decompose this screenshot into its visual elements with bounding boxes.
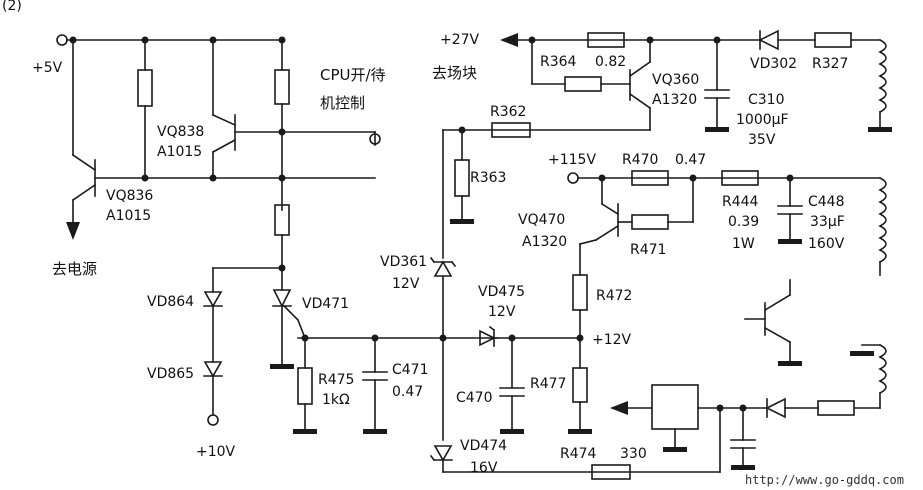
- transformer-winding-secondary: [878, 343, 887, 395]
- label-r444: R444: [722, 194, 759, 210]
- resistor-r474: [591, 464, 631, 480]
- resistor-r475: [297, 367, 313, 405]
- label-plus10v: +10V: [196, 444, 236, 460]
- label-vd864: VD864: [147, 294, 194, 310]
- resistor-vq360-base: [564, 76, 602, 92]
- label-r470-val: 0.47: [675, 152, 706, 168]
- label-r475: R475: [318, 372, 354, 388]
- label-r477: R477: [530, 376, 566, 392]
- diode-vd302: [758, 29, 779, 51]
- regulator-27v-section: [500, 29, 892, 132]
- label-c470: C470: [456, 390, 493, 406]
- label-c310: C310: [748, 92, 785, 108]
- label-plus27v: +27V: [440, 32, 480, 48]
- resistor-r472: [572, 274, 588, 311]
- label-vq470-type: A1320: [522, 234, 567, 250]
- label-c448-val: 33μF: [810, 214, 845, 230]
- label-27v-dest: 去场块: [432, 64, 477, 82]
- label-vq836-type: A1015: [106, 208, 151, 224]
- output-arrow: [610, 401, 628, 415]
- label-r444-val: 0.39: [728, 214, 759, 230]
- label-c448: C448: [808, 194, 845, 210]
- label-vd475: VD475: [478, 284, 525, 300]
- diode-secondary: [765, 397, 786, 419]
- label-r474: R474: [560, 446, 597, 462]
- label-r472: R472: [596, 288, 632, 304]
- diode-vd864: [203, 291, 223, 308]
- diode-vd865: [203, 361, 223, 378]
- resistor-r477: [572, 367, 588, 403]
- resistor-r362: [491, 122, 531, 138]
- cpu-control-terminal: [369, 133, 381, 145]
- zener-vd361: [433, 260, 453, 277]
- label-vd361: VD361: [380, 254, 427, 270]
- label-vq838: VQ838: [157, 124, 204, 140]
- label-vq838-type: A1015: [157, 144, 202, 160]
- label-vq836: VQ836: [106, 188, 153, 204]
- label-to-power: 去电源: [52, 260, 97, 278]
- plus115v-terminal: [567, 172, 579, 184]
- label-plus12v: +12V: [592, 332, 632, 348]
- resistor-r444: [721, 170, 759, 186]
- label-vd302: VD302: [750, 56, 797, 72]
- label-r475-val: 1kΩ: [322, 392, 350, 408]
- standby-switch-section: [56, 34, 381, 426]
- label-cpu-1: CPU开/待: [320, 66, 386, 84]
- transformer-winding-115v: [878, 176, 887, 264]
- label-plus115v: +115V: [548, 152, 596, 168]
- resistor-r470: [631, 170, 669, 186]
- bias-network-section: [293, 122, 721, 480]
- figure-number: (2): [2, 0, 22, 14]
- label-vd474-val: 16V: [470, 460, 498, 476]
- resistor-vq838-pullup: [274, 69, 290, 105]
- label-r444-pwr: 1W: [732, 236, 755, 252]
- label-r364-val: 0.82: [595, 54, 626, 70]
- label-vd865: VD865: [147, 366, 194, 382]
- regulator-115v-section: [567, 170, 887, 311]
- diode-vd471: [272, 289, 292, 308]
- label-r363: R363: [470, 170, 506, 186]
- label-vq470: VQ470: [518, 212, 565, 228]
- zener-vd474: [433, 445, 453, 462]
- label-c310-val: 1000μF: [736, 112, 789, 128]
- label-r474-val: 330: [620, 446, 647, 462]
- plus5v-terminal: [56, 34, 68, 46]
- resistor-r363: [454, 159, 470, 197]
- resistor-r471: [631, 214, 669, 230]
- ground-vd471: [270, 364, 294, 369]
- zener-vd475: [479, 329, 496, 347]
- label-plus5v: +5V: [32, 60, 63, 76]
- label-vd474: VD474: [460, 438, 507, 454]
- resistor-vq836-bias: [137, 69, 153, 107]
- label-c471-val: 0.47: [392, 384, 423, 400]
- label-vd361-val: 12V: [392, 276, 420, 292]
- label-r362: R362: [490, 104, 526, 120]
- regulator-block: [651, 384, 699, 430]
- label-vq360-type: A1320: [652, 92, 697, 108]
- label-vd471: VD471: [302, 296, 349, 312]
- to-power-arrow: [66, 222, 80, 240]
- label-vd475-val: 12V: [488, 304, 516, 320]
- watermark-url: http://www.go-gddq.com: [745, 473, 904, 487]
- label-c310-v: 35V: [748, 132, 776, 148]
- label-c448-v: 160V: [808, 236, 845, 252]
- resistor-r327: [814, 32, 852, 48]
- transformer-winding-27v: [878, 38, 887, 114]
- plus27v-arrow: [500, 33, 518, 47]
- label-c471: C471: [392, 362, 429, 378]
- secondary-section: [610, 279, 887, 473]
- plus10v-terminal: [207, 414, 219, 426]
- label-r364: R364: [540, 54, 577, 70]
- label-r470: R470: [622, 152, 658, 168]
- label-r471: R471: [630, 242, 666, 258]
- resistor-r364: [587, 32, 625, 48]
- label-vq360: VQ360: [652, 72, 699, 88]
- label-r327: R327: [812, 56, 848, 72]
- label-cpu-2: 机控制: [320, 94, 365, 112]
- labels: (2) +5V VQ836 A1015 去电源 VQ838 A1015 CPU开…: [2, 0, 904, 487]
- resistor-secondary: [817, 400, 855, 416]
